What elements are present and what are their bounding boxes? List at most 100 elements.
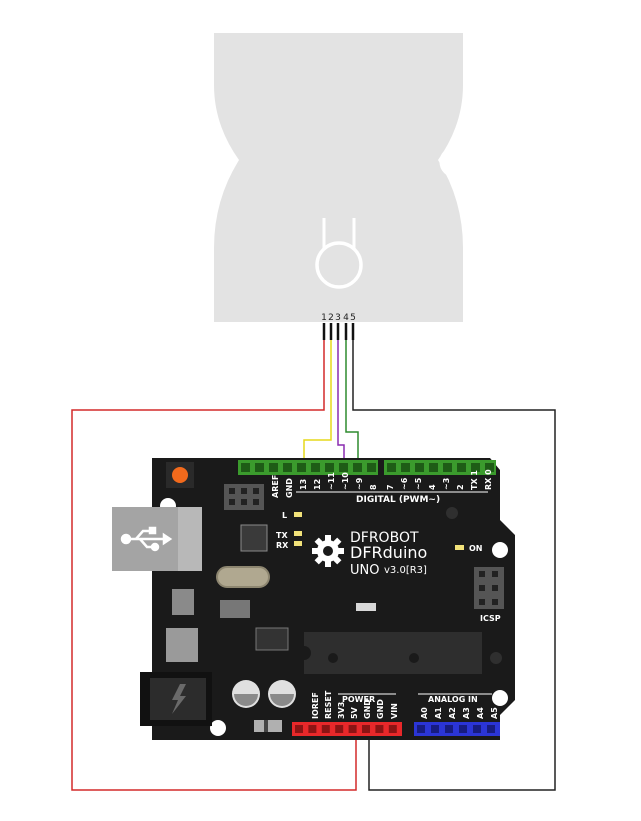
on-led bbox=[455, 545, 464, 550]
digital-pin-labels: AREF GND 13 12 ~11 ~10 ~9 8 7 ~6 ~5 4 ~3… bbox=[271, 469, 493, 498]
reset-button-cap bbox=[172, 467, 188, 483]
power-label: POWER bbox=[342, 695, 375, 704]
header-socket bbox=[348, 725, 357, 733]
power-pin-label: GND bbox=[363, 699, 372, 719]
wire-green bbox=[345, 340, 359, 462]
brand-name: DFROBOT bbox=[350, 530, 419, 546]
model-name: UNO bbox=[350, 563, 379, 578]
digital-pin-label: ~5 bbox=[414, 477, 423, 490]
version-label: v3.0[R3] bbox=[384, 565, 427, 576]
sensor-element bbox=[315, 218, 363, 289]
header-socket bbox=[362, 725, 370, 733]
analog-pin-label: A2 bbox=[448, 707, 457, 719]
small-chip bbox=[255, 627, 289, 651]
pin-label: 1 bbox=[321, 313, 327, 323]
voltage-regulator bbox=[220, 600, 250, 618]
wire-red bbox=[71, 340, 357, 791]
power-pin-label: GND bbox=[376, 699, 385, 719]
led-label-tx: TX bbox=[276, 531, 288, 540]
header-socket bbox=[283, 463, 292, 472]
header-socket bbox=[387, 463, 396, 472]
digital-pin-label: RX 0 bbox=[484, 469, 493, 490]
board-mount-hole bbox=[210, 720, 226, 736]
header-socket bbox=[335, 725, 344, 733]
digital-pin-label: TX 1 bbox=[470, 470, 479, 490]
wire-yellow bbox=[303, 340, 332, 462]
module-pins bbox=[322, 323, 355, 340]
usb-connector bbox=[112, 507, 202, 571]
digital-header bbox=[238, 460, 496, 475]
dc-power-jack bbox=[140, 672, 212, 726]
header-socket bbox=[255, 463, 264, 472]
microcontroller bbox=[304, 632, 482, 674]
digital-header-label: DIGITAL (PWM~) bbox=[356, 495, 440, 505]
header-socket bbox=[308, 725, 317, 733]
wire-black bbox=[352, 340, 556, 791]
header-socket bbox=[339, 463, 348, 472]
mount-hole-right bbox=[439, 146, 471, 178]
led-l bbox=[294, 512, 302, 517]
power-pin-labels: IOREF RESET 3V3 5V GND GND VIN bbox=[311, 690, 399, 719]
product-name: DFRduino bbox=[350, 543, 427, 562]
analog-pin-label: A3 bbox=[462, 707, 471, 719]
icsp-header bbox=[474, 567, 504, 609]
usb-chip bbox=[240, 524, 268, 552]
header-socket bbox=[241, 463, 250, 472]
digital-pin-label: ~9 bbox=[355, 477, 364, 490]
pin-label: 2 bbox=[328, 313, 334, 323]
dfrobot-logo: DFROBOT DFRduino UNO v3.0[R3] bbox=[312, 530, 427, 578]
analog-pin-label: A4 bbox=[476, 707, 485, 719]
sensor-module: 1 2 3 4 5 bbox=[204, 33, 471, 340]
digital-pin-label: 2 bbox=[456, 484, 465, 490]
gear-icon bbox=[312, 535, 344, 567]
header-socket bbox=[457, 463, 466, 472]
usb-icon bbox=[120, 526, 173, 552]
module-body bbox=[214, 33, 463, 322]
header-socket bbox=[443, 463, 452, 472]
crystal-oscillator bbox=[216, 566, 270, 588]
header-socket bbox=[401, 463, 410, 472]
digital-pin-label: ~11 bbox=[327, 472, 336, 490]
wire-purple bbox=[337, 340, 345, 462]
header-socket bbox=[297, 463, 306, 472]
header-socket bbox=[353, 463, 362, 472]
digital-pin-label: 4 bbox=[428, 484, 437, 490]
arduino-board: AREF GND 13 12 ~11 ~10 ~9 8 7 ~6 ~5 4 ~3… bbox=[112, 458, 515, 740]
led-label-rx: RX bbox=[276, 541, 289, 550]
header-socket bbox=[473, 725, 481, 733]
analog-header bbox=[414, 722, 500, 736]
header-socket bbox=[367, 463, 376, 472]
board-mount-hole bbox=[492, 542, 508, 558]
header-socket bbox=[375, 725, 384, 733]
header-socket bbox=[295, 725, 303, 733]
header-socket bbox=[388, 725, 397, 733]
digital-pin-label: 8 bbox=[369, 484, 378, 490]
power-sockets bbox=[295, 725, 397, 733]
led-label-l: L bbox=[282, 511, 287, 520]
header-socket bbox=[321, 725, 330, 733]
board-mount-hole bbox=[446, 507, 458, 519]
digital-pin-label: 12 bbox=[313, 479, 322, 490]
analog-pin-label: A0 bbox=[420, 707, 429, 719]
digital-sockets bbox=[241, 463, 494, 472]
analog-pin-label: A5 bbox=[490, 707, 499, 719]
header-socket bbox=[431, 725, 439, 733]
voltage-regulator bbox=[172, 589, 194, 615]
analog-pin-label: A1 bbox=[434, 707, 443, 719]
digital-pin-label: 13 bbox=[299, 479, 308, 490]
status-leds: L TX RX bbox=[276, 511, 302, 550]
analog-label: ANALOG IN bbox=[428, 695, 478, 704]
digital-pin-label: GND bbox=[285, 478, 294, 498]
lightning-icon bbox=[172, 684, 186, 714]
led-rx bbox=[294, 541, 302, 546]
digital-pin-label: 7 bbox=[386, 484, 395, 490]
mount-hole-left bbox=[204, 146, 236, 178]
icsp-header-usb bbox=[224, 484, 264, 510]
header-socket bbox=[415, 463, 424, 472]
voltage-regulator bbox=[166, 628, 198, 662]
header-socket bbox=[445, 725, 453, 733]
pin-label: 5 bbox=[350, 313, 356, 323]
power-pin-label: 3V3 bbox=[337, 702, 346, 719]
smd-component bbox=[356, 603, 376, 611]
